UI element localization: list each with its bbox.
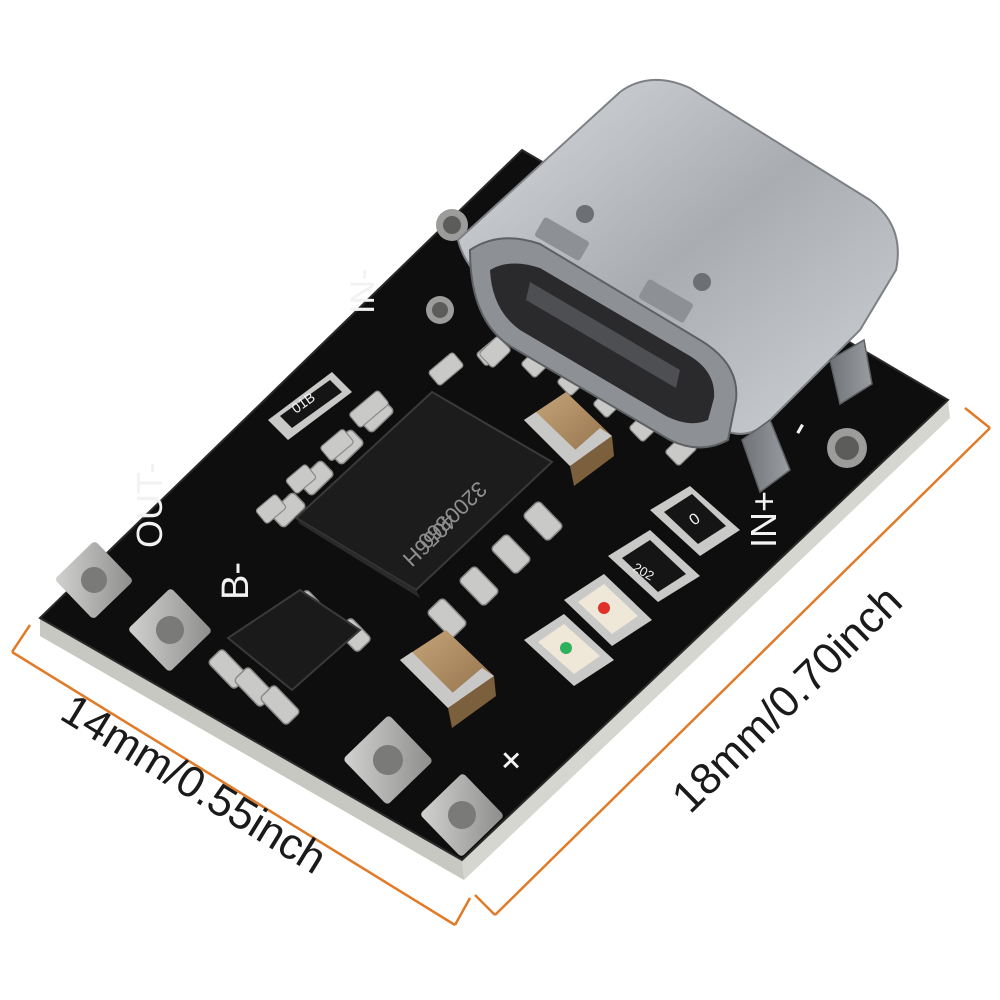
protection-mosfet	[208, 588, 371, 725]
solder-pads	[56, 542, 503, 856]
usb-c-connector	[456, 78, 899, 494]
capacitor-top	[524, 392, 614, 486]
dimension-width	[10, 624, 472, 927]
silk-out-minus: OUT-	[129, 462, 170, 548]
silk-in-minus-top: IN-	[344, 269, 382, 314]
led-red	[564, 574, 652, 646]
silk-b-minus: B-	[215, 562, 257, 600]
silk-in-plus: IN+	[743, 491, 784, 548]
resistor-0: 0	[650, 486, 740, 556]
resistor-202: 202	[608, 530, 700, 602]
led-green	[524, 614, 614, 686]
mounting-holes	[426, 209, 867, 468]
charger-ic: 4056H 3200360	[270, 390, 563, 638]
capacitor-bottom	[400, 630, 496, 728]
dimension-length	[474, 407, 991, 916]
